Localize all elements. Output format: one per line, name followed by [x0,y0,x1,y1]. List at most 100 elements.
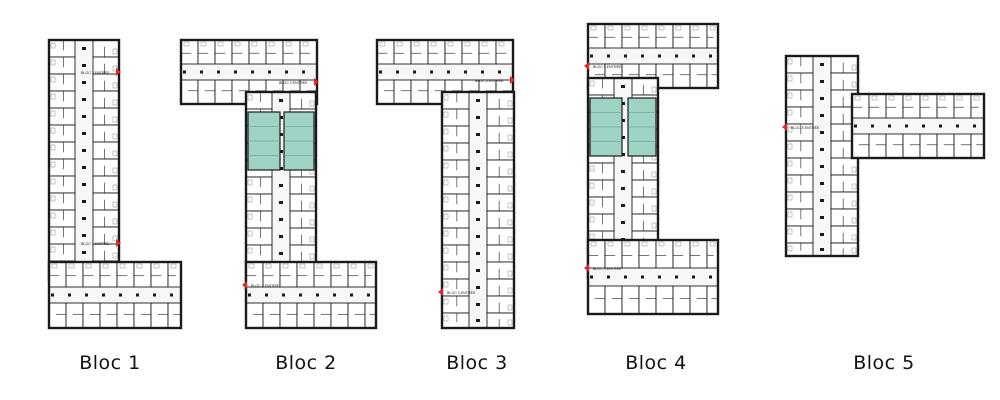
entrance-marker-icon [116,68,121,76]
exterior-wall [244,260,378,330]
core-column [854,124,857,128]
apartment-unit [441,244,470,263]
fixture [507,151,513,158]
fixture [507,319,513,326]
apartment-unit [441,210,470,229]
core-column [658,275,661,279]
fixture [922,95,929,101]
apartment-unit [638,23,657,49]
fixture [787,75,793,82]
fixture [247,196,253,203]
fixture [396,41,403,47]
apartment-unit [347,261,366,288]
apartment-unit [150,302,169,329]
apartment-unit [92,124,120,143]
fixture [589,165,595,172]
apartment-unit [672,63,691,89]
apartment-unit [689,285,708,315]
fixture [507,236,513,243]
core-column [692,54,695,58]
apartment-unit [587,162,615,181]
apartment-unit [48,39,76,58]
entrance-marker-icon [314,78,319,86]
core-column [82,166,86,169]
apartment-unit [604,239,623,269]
apartment-unit [830,225,859,244]
apartment-unit [486,312,515,329]
fixture [85,263,92,269]
core-column [333,293,336,297]
apartment-unit [441,159,470,178]
apartment-unit [376,79,395,105]
apartment-unit [587,196,615,215]
apartment-unit [478,39,497,65]
fixture [282,263,289,269]
apartment-unit [330,302,349,329]
apartment-unit [364,261,377,288]
apartment-unit [48,90,76,109]
apartment-unit [486,227,515,246]
core-column [820,233,824,236]
fixture [443,111,449,118]
core-column [476,252,480,255]
building-wing [784,54,860,258]
fixture [247,247,253,254]
core-column [82,47,86,50]
core-column [82,81,86,84]
building-wing [244,260,378,330]
bloc-2-label: Bloc 2 [275,352,337,374]
fixture [787,58,793,65]
fixture [443,281,449,288]
core-column [888,124,891,128]
apartment-unit [785,191,814,210]
core-column [476,116,480,119]
apartment-unit [99,302,118,329]
fixture [316,263,323,269]
apartment-unit [167,261,182,288]
core-column [464,70,467,74]
apartment-unit [92,90,120,109]
fixture [309,236,315,243]
apartment-unit [245,210,273,229]
fixture [607,241,614,247]
fixture [309,100,315,107]
entrance-marker-icon [584,62,589,70]
fixture [112,201,118,208]
apartment-unit [133,261,152,288]
core-column [476,319,480,322]
fixture [447,41,454,47]
apartment-unit [330,261,349,288]
core-column [476,167,480,170]
core-column [82,132,86,135]
core-column [265,293,268,297]
core-column [279,99,283,102]
core-column [905,124,908,128]
entrance-label: BLOC 1 ENTRÉE [81,241,110,246]
apartment-unit [587,213,615,232]
apartment-unit [116,302,135,329]
core-column [51,293,54,297]
fixture [50,93,56,100]
fixture [119,263,126,269]
fixture [170,263,177,269]
apartment-unit [92,73,120,92]
apartment-unit [631,162,659,181]
core-column [183,70,186,74]
apartment-unit [245,91,273,110]
fixture [333,263,340,269]
apartment-unit [604,285,623,315]
exterior-wall [47,260,183,330]
fixture [112,252,118,259]
apartment-unit [248,39,267,65]
apartment-unit [214,79,233,105]
apartment-unit [830,191,859,210]
apartment-unit [180,79,199,105]
fixture [507,100,513,107]
fixture [112,82,118,89]
apartment-unit [92,192,120,211]
bloc-1-label: Bloc 1 [79,352,141,374]
fixture [350,263,357,269]
fixture [589,182,595,189]
apartment-unit [48,73,76,92]
apartment-unit [245,227,273,246]
